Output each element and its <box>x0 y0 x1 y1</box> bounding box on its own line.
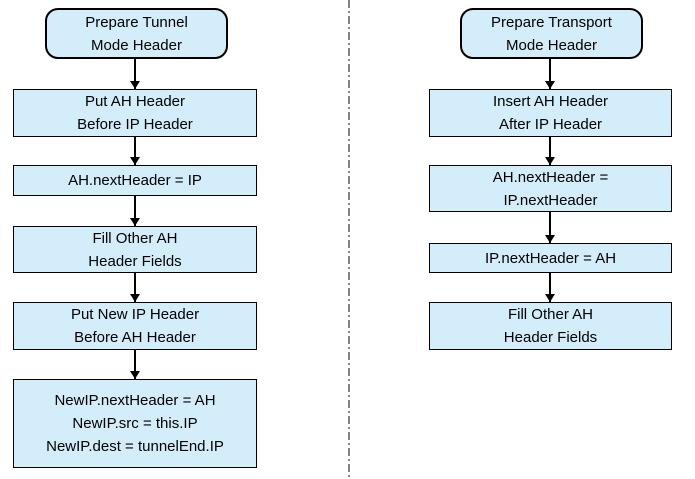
arrow-down-icon <box>546 59 554 89</box>
flow-node-ip-nextheader-equals-ah: IP.nextHeader = AH <box>429 243 672 273</box>
flow-node-prepare-transport-mode-header: Prepare Transport Mode Header <box>460 8 643 59</box>
flow-node-ah-nextheader-equals-ip-nextheader: AH.nextHeader = IP.nextHeader <box>429 165 672 212</box>
arrow-down-icon <box>546 212 554 243</box>
arrow-down-icon <box>131 350 139 379</box>
flow-node-fill-other-ah-header-fields-transport: Fill Other AH Header Fields <box>429 302 672 350</box>
flow-node-newip-assignments: NewIP.nextHeader = AH NewIP.src = this.I… <box>13 379 257 468</box>
flow-node-prepare-tunnel-mode-header: Prepare Tunnel Mode Header <box>45 8 228 59</box>
flow-node-insert-ah-header-after-ip-header: Insert AH Header After IP Header <box>429 89 672 137</box>
flow-node-put-new-ip-header-before-ah-header: Put New IP Header Before AH Header <box>13 302 257 350</box>
divider-dash-dot-line <box>348 0 350 479</box>
arrow-down-icon <box>131 273 139 302</box>
flow-node-fill-other-ah-header-fields-tunnel: Fill Other AH Header Fields <box>13 226 257 273</box>
arrow-down-icon <box>546 137 554 165</box>
arrow-down-icon <box>131 59 139 89</box>
arrow-down-icon <box>131 137 139 165</box>
flow-node-put-ah-header-before-ip-header: Put AH Header Before IP Header <box>13 89 257 137</box>
arrow-down-icon <box>546 273 554 302</box>
flow-node-ah-nextheader-equals-ip: AH.nextHeader = IP <box>13 165 257 196</box>
arrow-down-icon <box>131 196 139 226</box>
